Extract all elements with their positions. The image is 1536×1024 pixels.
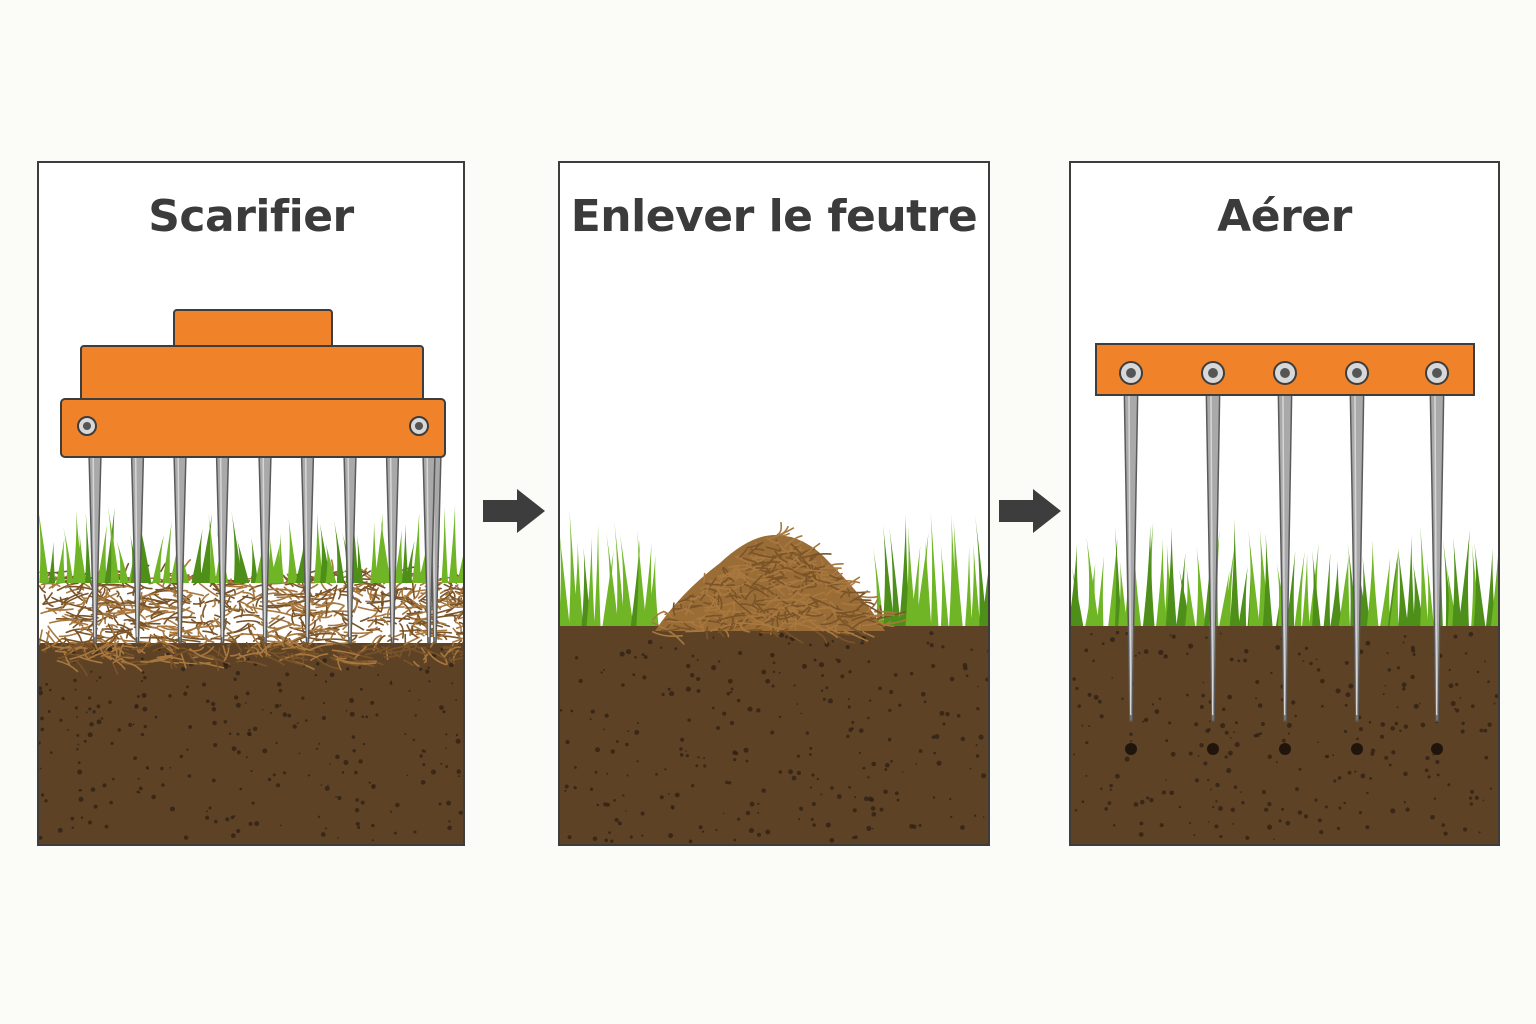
- aerate-scene: [1071, 343, 1498, 844]
- scarifier-rake-icon: [60, 309, 446, 644]
- step-title: Aérer: [1217, 191, 1352, 242]
- arrow-right-icon: [999, 489, 1061, 533]
- grass-blades: [39, 503, 463, 583]
- step-title: Scarifier: [148, 191, 354, 242]
- soil-layer: [39, 643, 463, 844]
- grass-blades: [1071, 518, 1498, 626]
- step-title: Enlever le feutre: [570, 191, 978, 242]
- soil-layer: [560, 626, 988, 844]
- grass-blades: [560, 508, 988, 626]
- arrow-right-icon: [483, 489, 545, 533]
- thatch-pile-icon: [651, 521, 907, 645]
- step-panel-scarify: Scarifier: [37, 161, 465, 846]
- step-panel-aerate: Aérer: [1069, 161, 1500, 846]
- step-panel-remove-thatch: Enlever le feutre: [558, 161, 990, 846]
- aeration-holes: [1125, 743, 1443, 755]
- scarify-scene: [39, 309, 463, 844]
- aerator-tines-icon: [1095, 343, 1475, 722]
- remove-thatch-scene: [560, 508, 988, 844]
